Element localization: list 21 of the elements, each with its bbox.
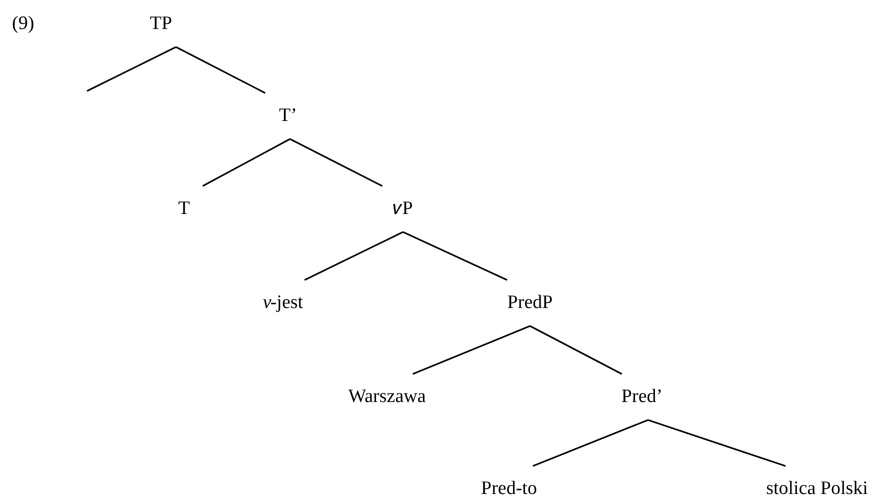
- tree-branch: [402, 231, 508, 281]
- tree-branch: [532, 419, 648, 467]
- tree-branch: [648, 419, 786, 467]
- example-number: (9): [12, 13, 34, 35]
- node-label: v-jest: [262, 292, 304, 314]
- tree-branch: [530, 325, 622, 375]
- node-label: 𝑣P: [393, 198, 413, 220]
- tree-branch: [176, 46, 266, 94]
- tree-branch: [290, 138, 383, 187]
- node-label: PredP: [507, 292, 553, 314]
- node-label: Pred’: [621, 386, 663, 408]
- tree-branch: [304, 231, 404, 281]
- tree-branch: [412, 325, 530, 375]
- node-label: T’: [279, 105, 297, 127]
- node-label: stolica Polski: [766, 478, 868, 500]
- node-label: Warszawa: [348, 386, 426, 408]
- tree-branch: [86, 46, 176, 92]
- node-label: Pred-to: [481, 478, 537, 500]
- tree-branch: [202, 138, 290, 187]
- node-label: TP: [150, 13, 172, 35]
- node-label: T: [178, 198, 190, 220]
